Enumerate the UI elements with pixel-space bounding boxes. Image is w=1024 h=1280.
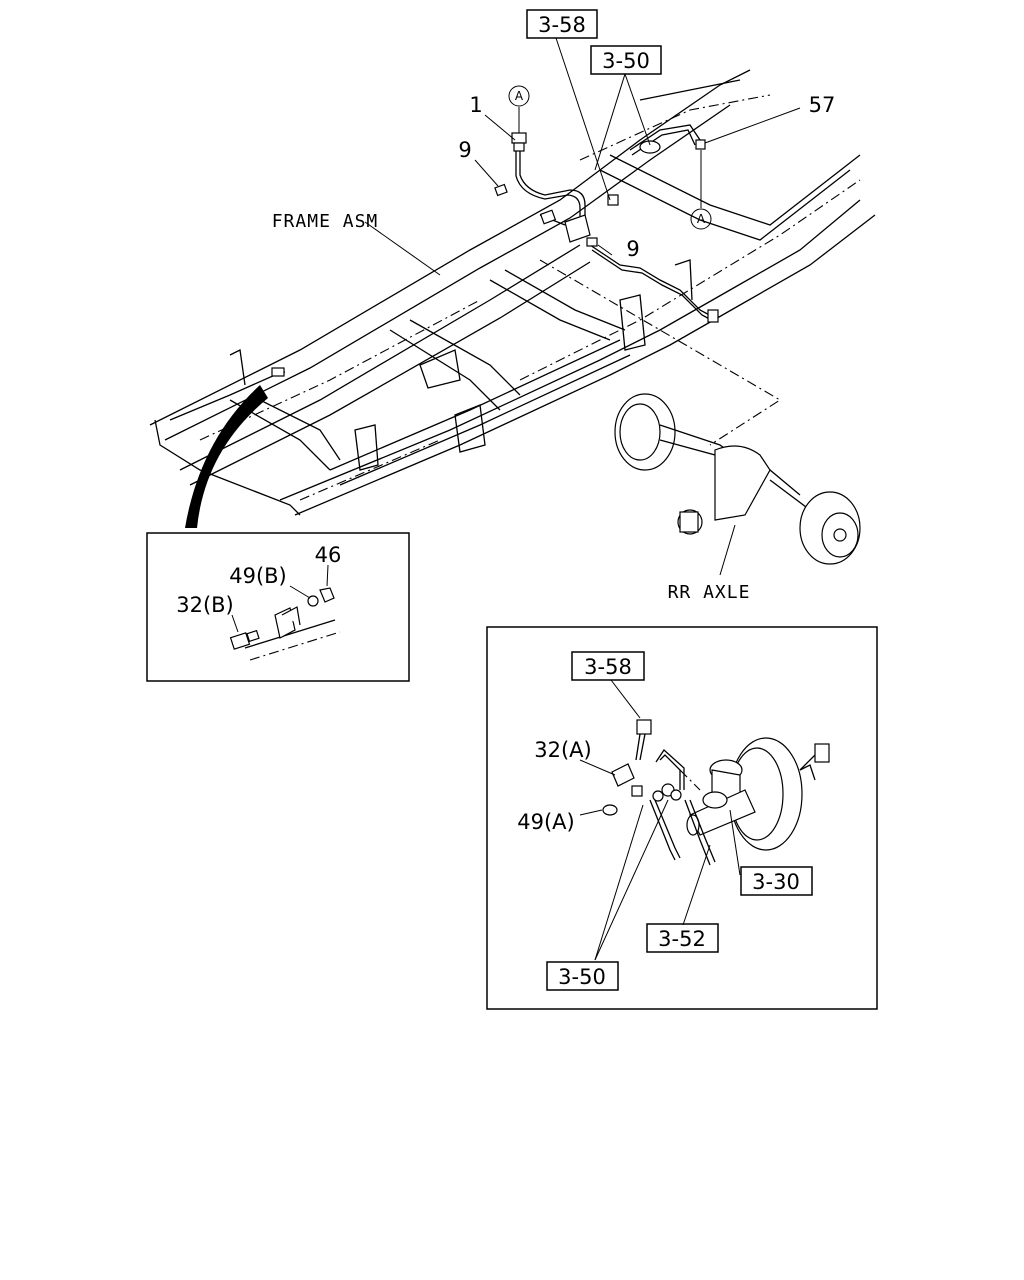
front-fitting (271, 367, 285, 377)
ref-350-top: 3-50 (602, 49, 650, 73)
brake-pipe-upper (629, 124, 701, 156)
front-brake-line (169, 371, 286, 421)
circle-a-right: A (697, 212, 706, 226)
ref-352: 3-52 (658, 927, 706, 951)
rr-axle-label: RR AXLE (668, 582, 751, 603)
callout-part-57: 57 (809, 93, 836, 117)
frame-asm-label: FRAME ASM (272, 211, 379, 232)
brake-pipe-rear (589, 244, 719, 323)
detail-box-left (146, 532, 410, 682)
ref-box-350-detail (546, 961, 619, 991)
detail-box-right (486, 626, 878, 1010)
detail-pointer (185, 385, 268, 528)
ref-box-352 (646, 923, 719, 953)
callout-part-9-left: 9 (458, 138, 471, 162)
callout-part-1: 1 (469, 93, 482, 117)
ref-330: 3-30 (752, 870, 800, 894)
ref-358-detail: 3-58 (584, 655, 632, 679)
ref-box-330 (740, 866, 813, 896)
frame-assembly (149, 69, 876, 516)
callout-part-49a: 49(A) (517, 810, 574, 834)
circle-a-top: A (515, 89, 524, 103)
callout-part-49b: 49(B) (229, 564, 287, 588)
bolts (494, 139, 706, 247)
ref-358-top: 3-58 (538, 13, 586, 37)
circle-a-right-ring (690, 208, 712, 230)
rear-axle (614, 393, 861, 565)
callout-part-32b: 32(B) (176, 593, 234, 617)
leaders-main (364, 37, 801, 576)
ref-box-350-top (590, 45, 662, 75)
circle-a-top-ring (508, 85, 530, 107)
callout-part-46: 46 (315, 543, 342, 567)
ref-box-358-detail (571, 651, 645, 681)
junction-block (539, 209, 591, 243)
ref-box-358-top (526, 9, 598, 39)
callout-part-32a: 32(A) (534, 738, 591, 762)
callout-part-9-right: 9 (626, 237, 639, 261)
ref-350-detail: 3-50 (558, 965, 606, 989)
